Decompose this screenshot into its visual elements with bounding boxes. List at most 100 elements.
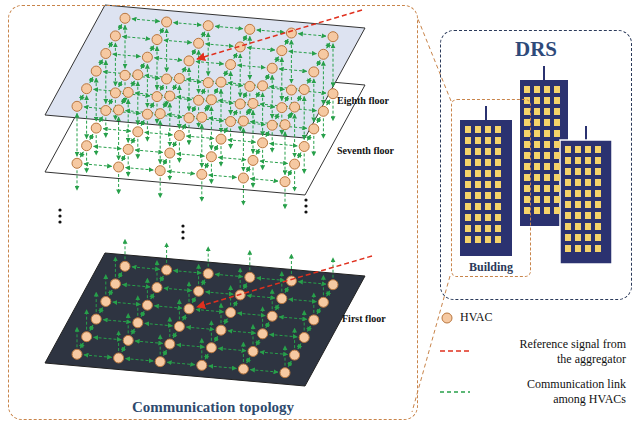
link-line: [164, 288, 192, 290]
window: [575, 223, 581, 230]
link-line: [224, 319, 227, 324]
floor-plane: [45, 5, 365, 138]
window: [485, 192, 491, 199]
window: [595, 179, 601, 186]
hvac-unit: [120, 13, 130, 23]
window: [465, 214, 471, 221]
window: [554, 152, 560, 159]
legend-text: HVAC: [460, 310, 492, 325]
hvac-unit: [309, 67, 319, 77]
topology-panel: Communication topologyEighth floorSevent…: [8, 5, 418, 420]
hvac-unit: [123, 87, 133, 97]
window: [554, 108, 560, 115]
link-line: [304, 154, 305, 174]
hvac-unit: [197, 169, 207, 179]
hvac-unit: [101, 297, 111, 307]
hvac-unit: [152, 283, 162, 293]
link-line: [86, 310, 87, 330]
hvac-unit: [267, 311, 277, 321]
link-line: [135, 341, 163, 343]
hvac-unit: [286, 28, 296, 38]
window: [585, 179, 591, 186]
node-label: Eighth floor: [337, 95, 389, 106]
link-line: [179, 85, 180, 128]
window: [485, 137, 491, 144]
link-line: [192, 106, 195, 111]
hvac-unit: [235, 99, 245, 109]
hvac-unit: [248, 98, 258, 108]
window: [554, 86, 560, 93]
hvac-unit: [197, 360, 207, 370]
link-line: [202, 32, 205, 37]
link-line: [285, 132, 286, 175]
link-line: [137, 82, 138, 125]
window: [534, 174, 540, 181]
link-line: [192, 49, 195, 54]
hvac-unit: [309, 315, 319, 325]
link-line: [160, 178, 161, 198]
hvac-unit: [114, 162, 124, 172]
hvac-unit: [133, 318, 143, 328]
link-line: [189, 282, 190, 302]
hvac-unit: [82, 84, 92, 94]
link-line: [279, 69, 307, 71]
hvac-unit: [91, 66, 101, 76]
hvac-unit: [142, 300, 152, 310]
window: [485, 225, 491, 232]
hvac-unit: [174, 130, 184, 140]
link-line: [115, 43, 116, 86]
window: [544, 163, 550, 170]
link-line: [86, 153, 87, 173]
window: [495, 181, 501, 188]
link-line: [253, 167, 254, 187]
hvac-unit: [203, 269, 213, 279]
link-line: [205, 163, 208, 168]
link-line: [96, 135, 97, 155]
link-line: [90, 77, 93, 82]
legend-text: Reference signal from the aggregator: [518, 337, 626, 367]
window: [495, 192, 501, 199]
link-line: [244, 92, 247, 97]
window: [544, 108, 550, 115]
hvac-unit: [101, 49, 111, 59]
link-line: [186, 327, 214, 329]
hvac-unit: [245, 81, 255, 91]
link-line: [198, 264, 199, 284]
window: [554, 130, 560, 137]
window: [565, 201, 571, 208]
link-line: [160, 121, 161, 164]
link-line: [289, 299, 317, 301]
link-line: [167, 171, 195, 173]
link-line: [304, 311, 305, 331]
hvac-unit: [120, 70, 130, 80]
drs-panel: DRSBuilding: [440, 30, 632, 300]
link-line: [256, 92, 259, 97]
link-line: [183, 67, 186, 72]
window: [485, 236, 491, 243]
link-line: [304, 97, 305, 140]
link-line: [77, 327, 78, 347]
hvac-unit: [91, 123, 101, 133]
link-line: [215, 336, 218, 341]
hvac-unit: [328, 32, 338, 42]
hvac-unit: [248, 155, 258, 165]
hvac-unit: [258, 138, 268, 148]
window: [544, 185, 550, 192]
window: [524, 130, 530, 137]
link-line: [169, 160, 170, 180]
link-line: [196, 309, 224, 311]
window: [475, 170, 481, 177]
hvac-unit: [162, 17, 172, 27]
link-line: [260, 161, 288, 163]
window: [465, 181, 471, 188]
link-line: [257, 30, 285, 32]
link-line: [132, 329, 135, 334]
link-line: [209, 366, 237, 368]
hvac-unit: [245, 24, 255, 34]
hvac-unit: [238, 116, 248, 126]
link-line: [249, 250, 250, 270]
legend-swatch: [440, 350, 470, 352]
window: [465, 203, 471, 210]
link-line: [262, 307, 263, 327]
hvac-unit: [91, 314, 101, 324]
